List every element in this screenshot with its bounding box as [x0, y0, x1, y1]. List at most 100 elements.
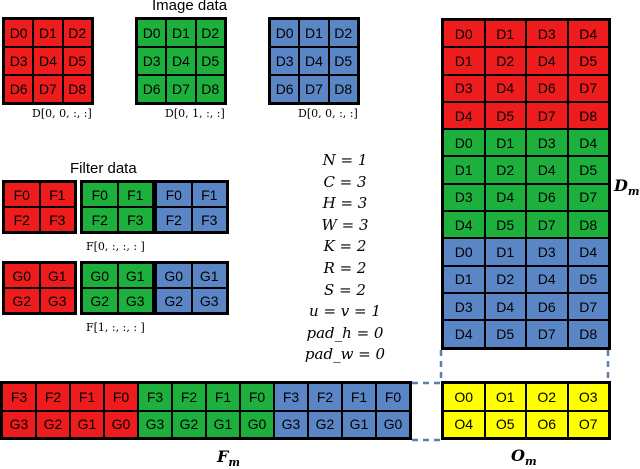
filter-data-title: Filter data: [70, 160, 137, 177]
matrix-cell: D0: [4, 19, 34, 47]
matrix-cell: D8: [567, 211, 609, 239]
matrix-cell: F2: [156, 207, 192, 232]
matrix-cell: D0: [137, 19, 167, 47]
matrix-cell: D4: [166, 47, 196, 75]
matrix-cell: D2: [62, 19, 92, 47]
matrix-cell: D7: [526, 101, 568, 130]
matrix-cell: D2: [484, 156, 526, 184]
matrix-cell: D4: [484, 292, 526, 321]
matrix-cell: D1: [166, 19, 196, 47]
matrix-cell: D3: [443, 183, 485, 212]
matrix-cell: D0: [443, 129, 485, 157]
matrix-cell: G1: [70, 410, 104, 438]
matrix-cell: G1: [191, 263, 227, 288]
matrix-cell: D5: [195, 47, 225, 75]
matrix-cell: D8: [567, 320, 609, 348]
matrix-cell: D5: [62, 47, 92, 75]
matrix-cell: D6: [526, 74, 568, 102]
matrix-cell: D4: [299, 47, 329, 75]
matrix-cell: F3: [191, 207, 227, 232]
matrix-cell: D7: [526, 320, 568, 348]
fm-label: Fm: [217, 447, 240, 469]
matrix-cell: D4: [567, 238, 609, 266]
parameter-row: H = 3: [322, 194, 368, 213]
matrix-cell: F1: [70, 383, 104, 411]
matrix-cell: D2: [484, 265, 526, 293]
matrix-cell: O1: [484, 383, 526, 411]
om-label: Om: [511, 446, 537, 469]
matrix-cell: G2: [156, 288, 192, 313]
matrix-cell: G0: [82, 263, 118, 288]
matrix-cell: D1: [33, 19, 63, 47]
matrix-cell: F3: [117, 207, 153, 232]
matrix-cell: D2: [484, 47, 526, 75]
parameter-row: u = v = 1: [309, 302, 381, 321]
matrix-cell: F3: [2, 383, 36, 411]
matrix-cell: F2: [308, 383, 342, 411]
matrix-cell: G1: [39, 263, 75, 288]
matrix-cell: F2: [4, 207, 40, 232]
matrix-cell: D4: [526, 47, 568, 75]
matrix-cell: D8: [62, 75, 92, 103]
dm-label: Dm: [614, 176, 640, 199]
filter-row-label: F[0, :, :, : ]: [86, 240, 145, 253]
matrix-cell: D3: [443, 292, 485, 321]
matrix-cell: D3: [270, 47, 300, 75]
matrix-cell: D4: [443, 101, 485, 130]
matrix-cell: F0: [240, 383, 274, 411]
matrix-cell: G3: [191, 288, 227, 313]
parameter-row: C = 3: [323, 172, 367, 191]
matrix-cell: D1: [443, 265, 485, 293]
parameter-row: K = 2: [323, 237, 367, 256]
matrix-cell: G3: [138, 410, 172, 438]
matrix-cell: D7: [567, 183, 609, 212]
matrix-cell: F2: [82, 207, 118, 232]
matrix-cell: D1: [484, 20, 526, 48]
matrix-cell: D3: [137, 47, 167, 75]
matrix-cell: D5: [328, 47, 358, 75]
parameter-row: S = 2: [324, 280, 366, 299]
matrix-cell: G3: [39, 288, 75, 313]
matrix-cell: D4: [484, 74, 526, 102]
matrix-cell: F3: [39, 207, 75, 232]
matrix-cell: D1: [484, 129, 526, 157]
matrix-cell: D0: [270, 19, 300, 47]
matrix-cell: O6: [526, 410, 568, 438]
image-data-title: Image data: [152, 0, 228, 14]
matrix-cell: D3: [526, 20, 568, 48]
matrix-cell: O7: [567, 410, 609, 438]
matrix-cell: F2: [36, 383, 70, 411]
matrix-cell: D5: [567, 156, 609, 184]
matrix-cell: D4: [567, 20, 609, 48]
matrix-cell: F1: [117, 182, 153, 207]
matrix-cell: D2: [195, 19, 225, 47]
matrix-cell: D8: [328, 75, 358, 103]
matrix-cell: D7: [166, 75, 196, 103]
matrix-cell: D4: [526, 156, 568, 184]
matrix-cell: D8: [567, 101, 609, 130]
matrix-cell: F1: [206, 383, 240, 411]
matrix-cell: D6: [270, 75, 300, 103]
matrix-cell: G0: [4, 263, 40, 288]
matrix-cell: O5: [484, 410, 526, 438]
matrix-cell: D4: [526, 265, 568, 293]
matrix-cell: D5: [567, 265, 609, 293]
matrix-cell: G3: [117, 288, 153, 313]
parameter-row: pad_h = 0: [306, 323, 384, 342]
matrix-cell: F3: [274, 383, 308, 411]
matrix-cell: D6: [137, 75, 167, 103]
matrix-cell: D7: [33, 75, 63, 103]
matrix-cell: F3: [138, 383, 172, 411]
matrix-cell: F2: [172, 383, 206, 411]
matrix-cell: G2: [82, 288, 118, 313]
parameter-row: N = 1: [322, 151, 368, 169]
